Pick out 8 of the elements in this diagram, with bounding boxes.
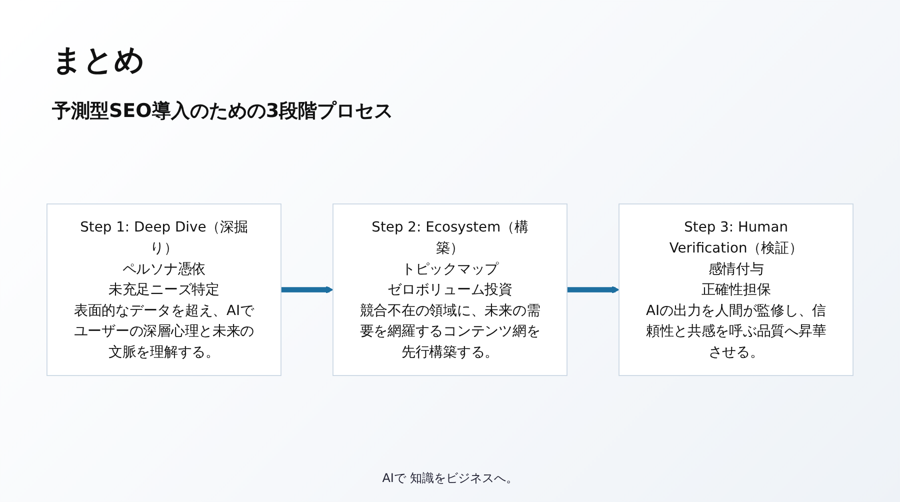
arrow [567, 286, 620, 294]
subtitle: 予測型SEO導入のための3段階プロセス [52, 99, 394, 124]
title: まとめ [52, 42, 145, 80]
node-box: Step 2: Ecosystem（構築） トピックマップ ゼロボリューム投資 競合不在の領域に、未来の需要を網羅するコンテンツ網を先行構築する。 [332, 204, 568, 376]
arrow [280, 286, 334, 294]
tagline: AIで 知識をビジネスへ。 [381, 470, 519, 487]
node-box: Step 1: Deep Dive（深掘り） ペルソナ憑依 未充足ニーズ特定 表面的なデータを超え、AIでユーザーの深層心理と未来の文脈を理解する。 [46, 204, 282, 376]
node-box: Step 3: Human Verification（検証） 感情付与 正確性担保 AIの出力を人間が監修し、信頼性と共感を呼ぶ品質へ昇華させる。 [618, 204, 854, 376]
